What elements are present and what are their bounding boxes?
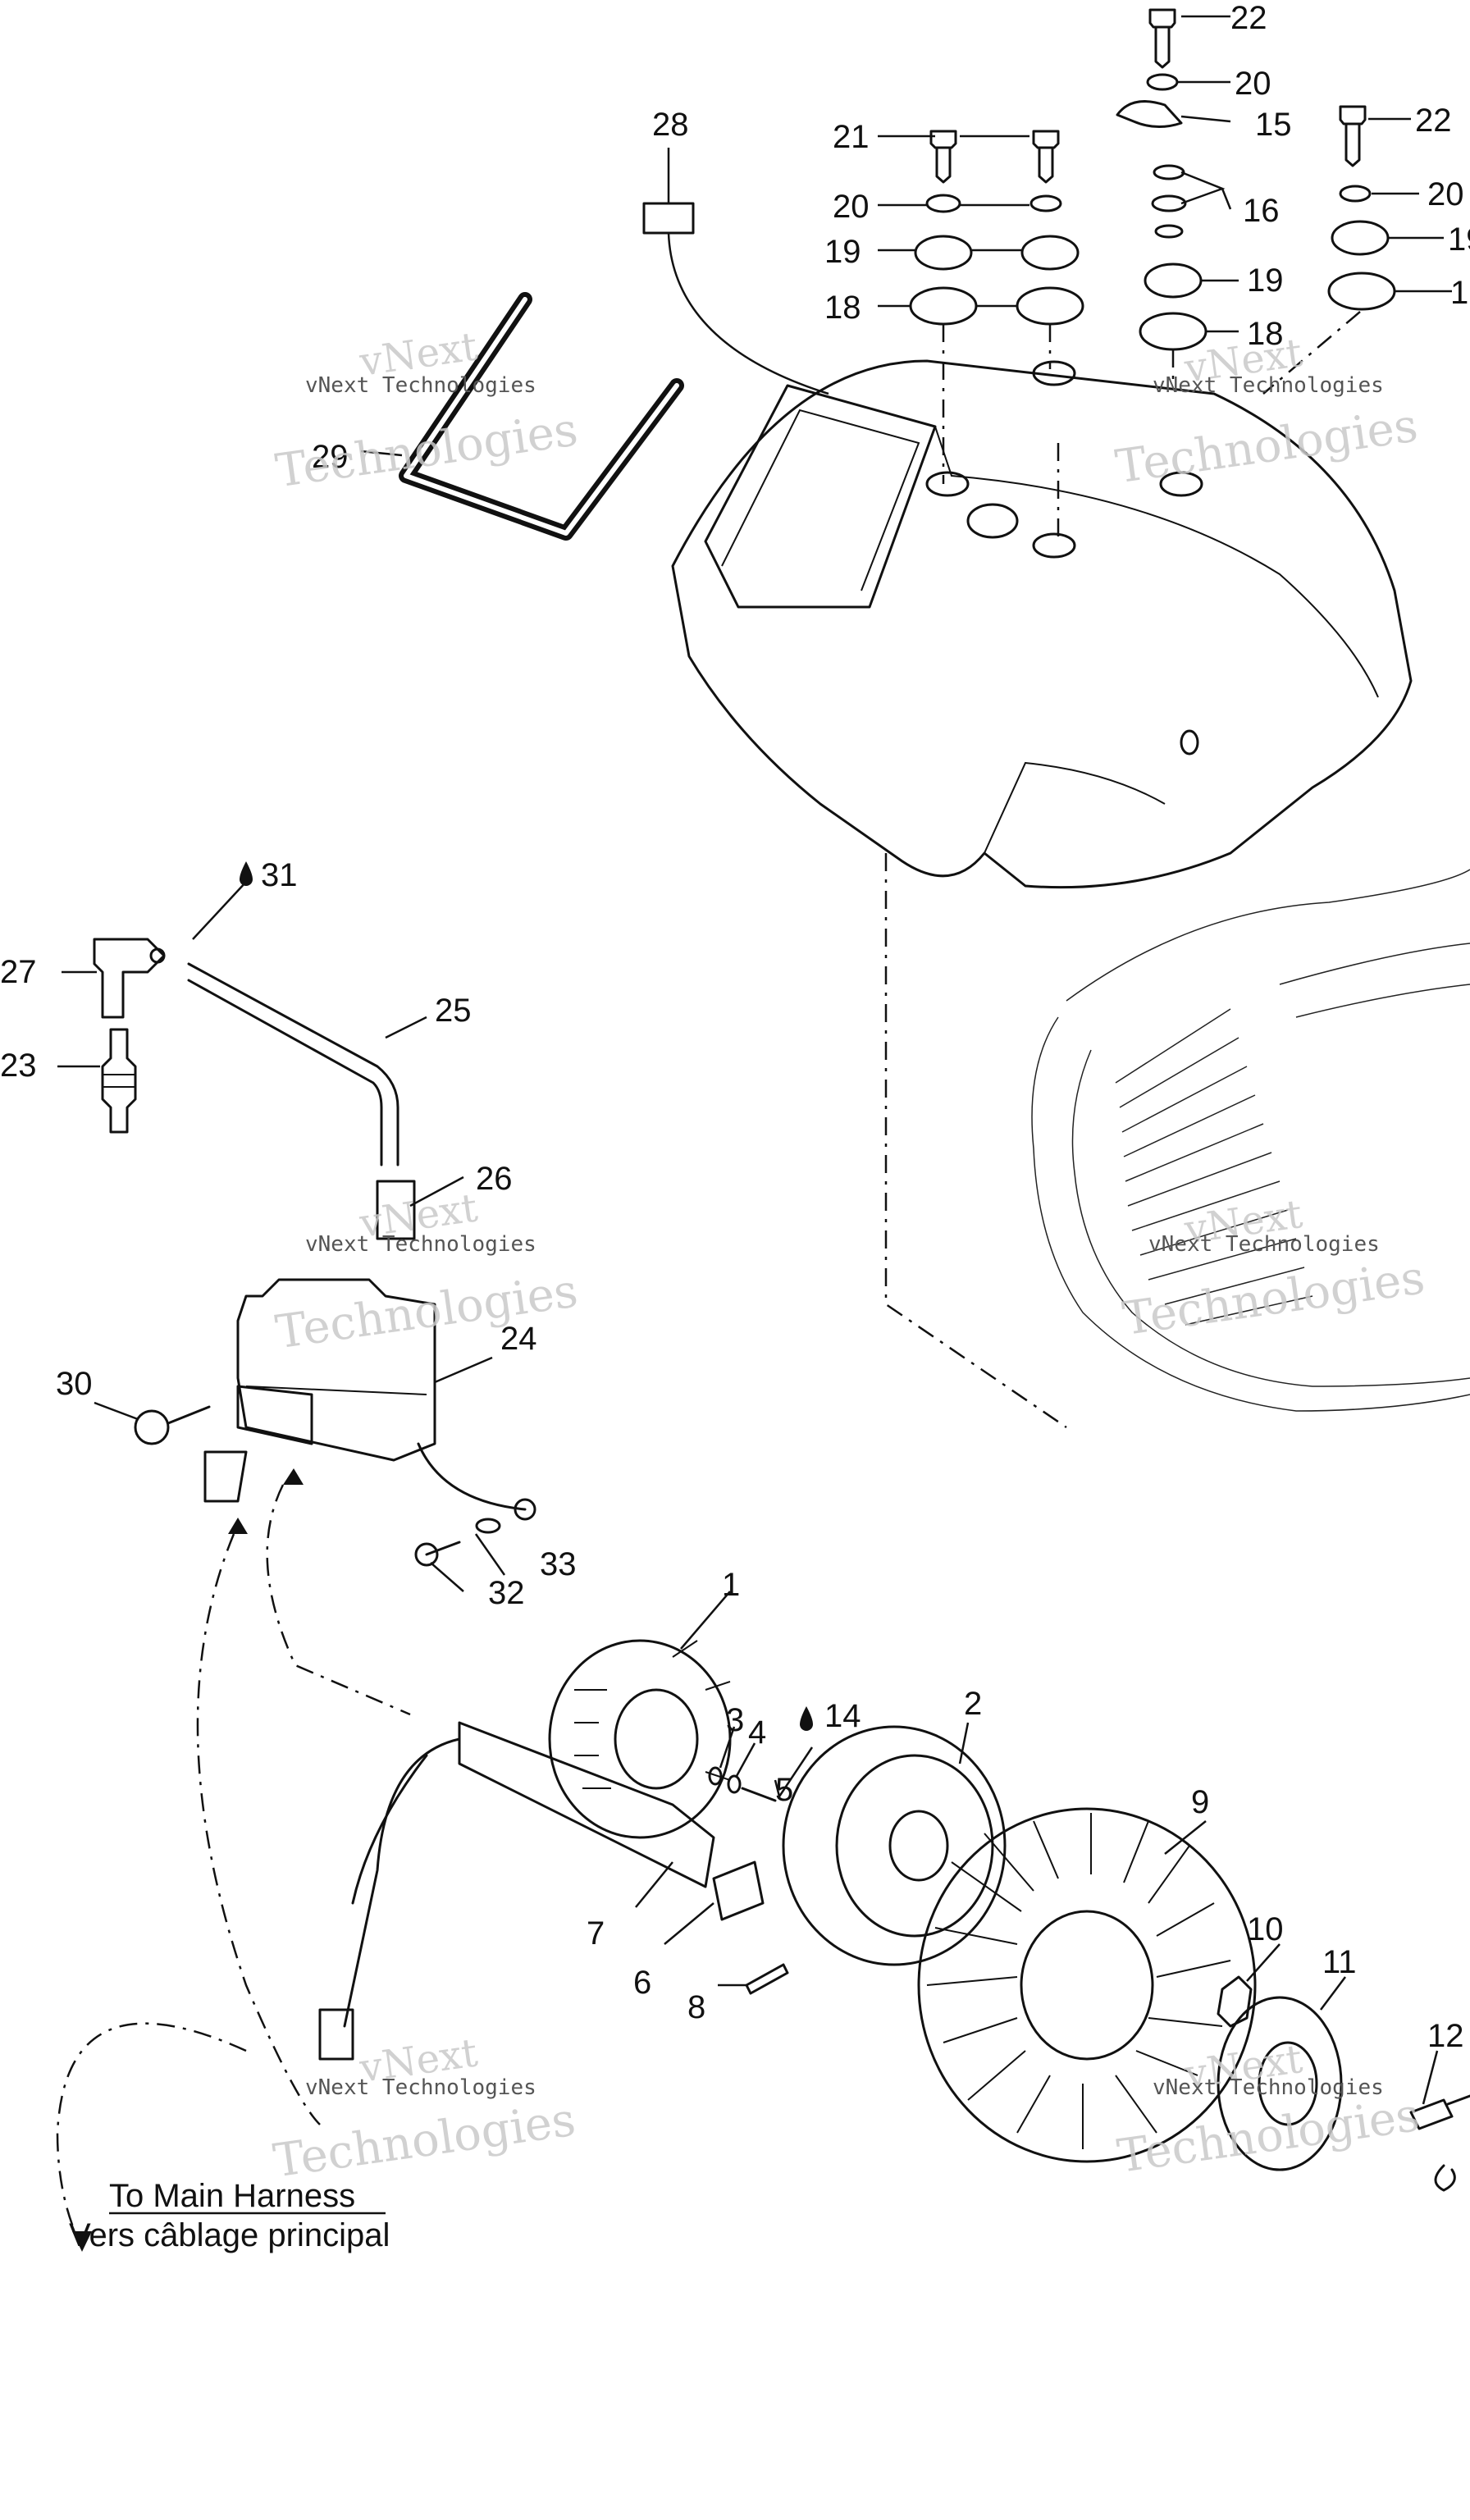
callout-23: 23 xyxy=(0,1048,37,1084)
drop-icon xyxy=(800,1706,813,1731)
stator-washers xyxy=(708,1766,777,1802)
callout-22: 22 xyxy=(1415,103,1452,139)
engine-housing xyxy=(884,853,1470,1429)
callout-19: 19 xyxy=(1247,262,1284,299)
pickup-coil xyxy=(712,1860,765,1921)
callout-31: 31 xyxy=(261,857,298,893)
svg-text:vNext Technologies: vNext Technologies xyxy=(305,373,536,398)
callout-24: 24 xyxy=(500,1321,537,1357)
callout-14: 14 xyxy=(824,1698,861,1734)
bushing xyxy=(1217,1975,1253,2028)
caption-line-french: Vers câblage principal xyxy=(69,2217,390,2253)
callout-10: 10 xyxy=(1247,1911,1284,1947)
callout-26: 26 xyxy=(476,1161,513,1197)
callout-21: 21 xyxy=(833,119,870,155)
svg-text:vNext Technologies: vNext Technologies xyxy=(1148,1232,1380,1257)
callout-20: 20 xyxy=(1427,176,1464,212)
callout-29: 29 xyxy=(312,439,349,475)
starter-pulley xyxy=(1217,1996,1343,2171)
callout-30: 30 xyxy=(56,1366,93,1402)
callout-5: 5 xyxy=(775,1772,793,1808)
callout-18: 18 xyxy=(1247,316,1284,352)
cooling-fan xyxy=(917,1807,1257,2163)
hardware-stack-middle xyxy=(1116,8,1208,386)
callout-20: 20 xyxy=(833,189,870,225)
callout-6: 6 xyxy=(633,1965,651,2001)
pulley-screw xyxy=(1409,2094,1470,2130)
engine-fins xyxy=(1115,943,1470,1326)
spark-plug xyxy=(101,1028,137,1134)
fan-cover xyxy=(671,359,1413,889)
watermark: vNext Technologies xyxy=(1114,2036,1422,2184)
callout-25: 25 xyxy=(435,993,472,1029)
ignition-coil xyxy=(203,1180,536,1521)
harness-route-1 xyxy=(196,1533,321,2125)
watermark: vNext Technologies xyxy=(1120,1191,1428,1346)
callout-9: 9 xyxy=(1191,1784,1209,1820)
clip xyxy=(1434,2164,1456,2192)
callout-20: 20 xyxy=(1235,66,1271,102)
callout-12: 12 xyxy=(1427,2018,1464,2054)
callout-19: 19 xyxy=(824,234,861,270)
high-tension-wire xyxy=(187,962,399,1166)
drop-icon xyxy=(240,861,253,886)
callout-18: 18 xyxy=(824,290,861,326)
flywheel xyxy=(782,1725,1007,1966)
callout-4: 4 xyxy=(748,1714,766,1751)
callout-18: 18 xyxy=(1450,275,1470,311)
callout-32: 32 xyxy=(488,1575,525,1611)
ground-screw xyxy=(414,1518,501,1567)
wire-harness xyxy=(318,1721,715,2061)
watermark: vNext Technologies xyxy=(270,2029,578,2189)
decal xyxy=(642,202,695,235)
caption-line-english: To Main Harness xyxy=(109,2178,355,2214)
harness-route-2 xyxy=(266,1484,411,1716)
callout-16: 16 xyxy=(1243,193,1280,229)
stator-bolt xyxy=(745,1963,789,1995)
callout-28: 28 xyxy=(652,107,689,143)
svg-text:vNext Technologies: vNext Technologies xyxy=(1153,373,1384,398)
callout-2: 2 xyxy=(964,1686,982,1722)
leader-lines xyxy=(57,15,1452,2105)
callout-27: 27 xyxy=(0,954,37,990)
stator xyxy=(548,1639,732,1839)
spark-plug-cap xyxy=(93,938,166,1019)
coil-screw xyxy=(134,1405,211,1445)
callout-22: 22 xyxy=(1230,0,1267,36)
callout-8: 8 xyxy=(687,1989,705,2025)
svg-text:vNext Technologies: vNext Technologies xyxy=(1153,2075,1384,2100)
callout-1: 1 xyxy=(722,1567,740,1603)
callout-11: 11 xyxy=(1322,1944,1357,1980)
svg-text:Technologies: Technologies xyxy=(1120,1251,1428,1346)
callout-15: 15 xyxy=(1255,107,1292,143)
callout-19: 19 xyxy=(1448,221,1470,258)
svg-text:vNext Technologies: vNext Technologies xyxy=(305,1232,536,1257)
svg-text:Technologies: Technologies xyxy=(270,2093,578,2189)
harness-route-3 xyxy=(56,2022,247,2248)
hardware-stack-left xyxy=(909,130,1084,541)
callout-33: 33 xyxy=(540,1546,577,1582)
watermark: vNext Technologies xyxy=(272,323,581,498)
callout-3: 3 xyxy=(726,1702,744,1738)
callout-7: 7 xyxy=(587,1915,605,1952)
svg-text:vNext Technologies: vNext Technologies xyxy=(305,2075,536,2100)
svg-text:Technologies: Technologies xyxy=(1112,399,1421,494)
